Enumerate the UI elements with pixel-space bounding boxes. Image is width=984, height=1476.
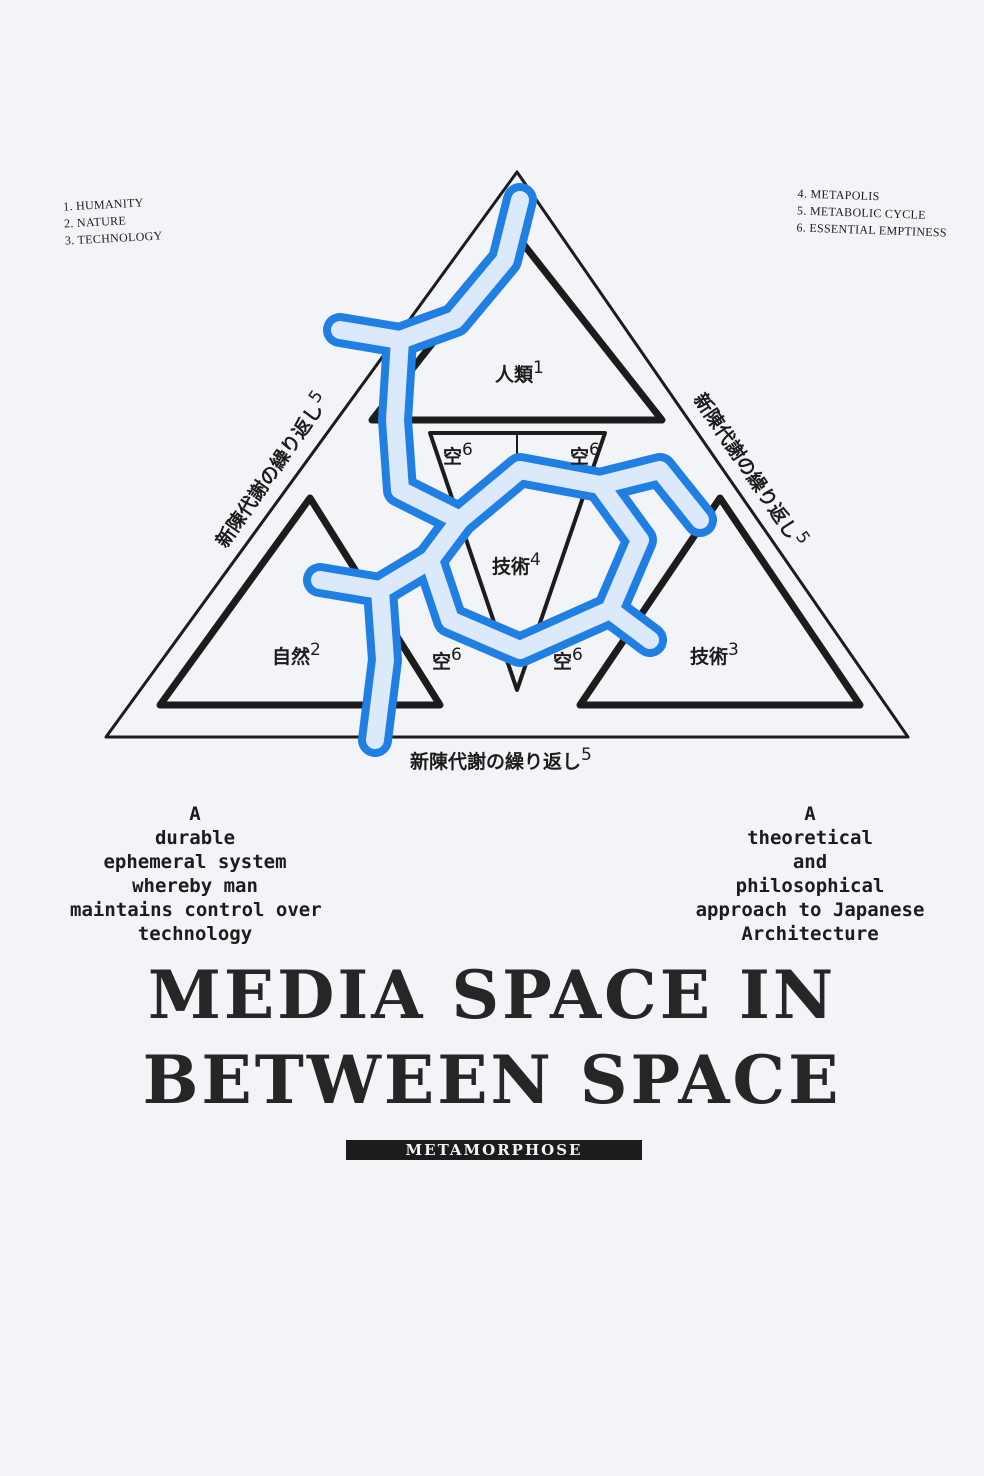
- title-line-1: MEDIA SPACE IN: [147, 956, 837, 1034]
- right-description: A theoretical and philosophical approach…: [675, 802, 945, 946]
- left-description: A durable ephemeral system whereby man m…: [70, 802, 322, 946]
- label-metapolis: 技術4: [492, 550, 541, 578]
- label-nature: 自然2: [272, 640, 321, 668]
- label-humanity: 人類1: [495, 358, 544, 386]
- text-line: whereby man: [132, 875, 258, 897]
- text-line: technology: [137, 923, 253, 945]
- text-line: ephemeral system: [103, 851, 287, 873]
- text-line: approach to Japanese: [695, 899, 925, 921]
- label-emptiness: 空6: [553, 645, 583, 673]
- text-line: theoretical: [747, 827, 873, 849]
- text-line: philosophical: [735, 875, 885, 897]
- metamorphose-badge: METAMORPHOSE: [346, 1140, 642, 1160]
- inner-triangle-right: [576, 494, 864, 709]
- label-technology: 技術3: [690, 640, 739, 668]
- label-emptiness: 空6: [443, 440, 473, 468]
- label-cycle-bottom: 新陳代謝の繰り返し5: [410, 745, 592, 773]
- label-emptiness: 空6: [570, 440, 600, 468]
- text-line: and: [792, 851, 828, 873]
- title-line-2: BETWEEN SPACE: [142, 1041, 842, 1119]
- text-line: A: [189, 803, 201, 825]
- text-line: A: [804, 803, 816, 825]
- text-line: durable: [154, 827, 236, 849]
- text-line: maintains control over: [70, 899, 322, 921]
- text-line: Architecture: [741, 923, 879, 945]
- label-emptiness: 空6: [432, 645, 462, 673]
- blue-molecule-texture: [311, 191, 709, 749]
- outer-triangle: [104, 170, 910, 739]
